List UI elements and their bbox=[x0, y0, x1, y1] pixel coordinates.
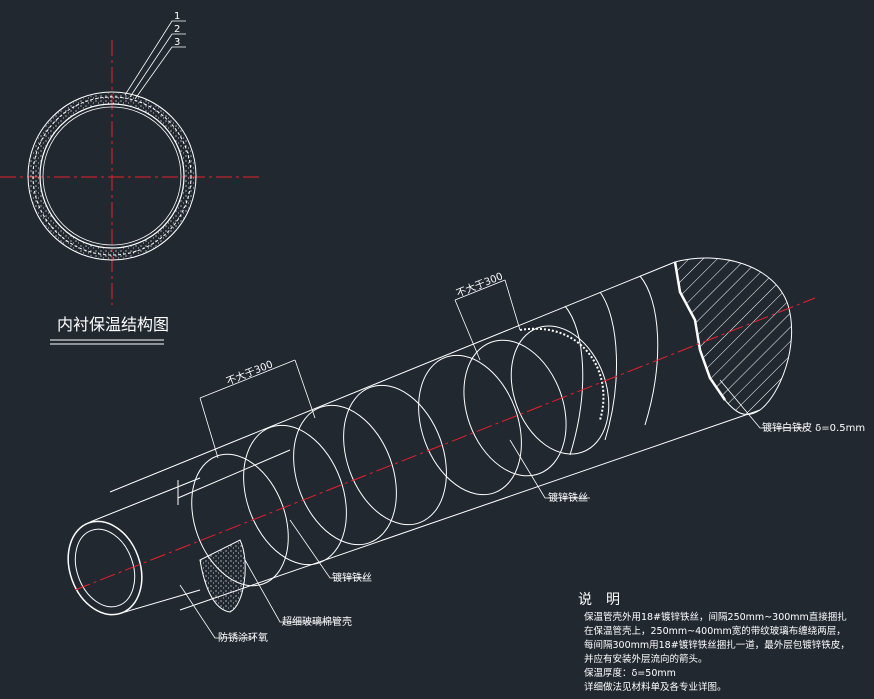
callout-1: 1 bbox=[174, 11, 180, 22]
insulation-top-edge bbox=[177, 449, 291, 499]
inner-pipe-top bbox=[89, 477, 201, 523]
insulation-ring bbox=[191, 453, 289, 587]
dim-right-text: 不大于300 bbox=[454, 269, 504, 299]
notes-line-1: 保温管壳外用18#镀锌铁丝，间隔250mm~300mm直接捆扎 bbox=[584, 611, 847, 623]
dim-left-ext-2 bbox=[294, 359, 316, 419]
sheet-seam-2 bbox=[599, 291, 617, 441]
cloth-ring-2 bbox=[293, 404, 397, 546]
pipe-centerline bbox=[74, 297, 816, 591]
wire-ring-dotted bbox=[519, 327, 605, 421]
inner-pipe-bore bbox=[74, 528, 136, 608]
dim-right-ext-2 bbox=[504, 279, 521, 331]
notes-line-4: 并应有安装外层流向的箭头。 bbox=[584, 653, 708, 665]
insulation-cut-face bbox=[199, 539, 246, 613]
glass-cloth-ring bbox=[32, 96, 192, 256]
sheet-cut-edge bbox=[673, 261, 727, 401]
leader-1 bbox=[124, 20, 186, 96]
label-anticorrosion: 防锈涂环氧 bbox=[218, 631, 268, 644]
notes-line-6: 详细做法见材料单及各专业详图。 bbox=[584, 681, 727, 693]
outer-bottom-edge bbox=[179, 409, 761, 611]
wire-ring-3 bbox=[418, 354, 522, 496]
sheet-seam-3 bbox=[564, 305, 584, 456]
callout-2: 2 bbox=[174, 24, 180, 35]
isometric-pipe bbox=[67, 257, 816, 639]
leader-wire-bottom bbox=[289, 519, 365, 579]
sheet-seam-1 bbox=[639, 275, 659, 426]
leader-2 bbox=[129, 33, 186, 98]
notes-title: 说 明 bbox=[578, 592, 620, 608]
leader-3 bbox=[134, 46, 186, 100]
inner-pipe-wall bbox=[39, 103, 185, 249]
outer-sheet-ring bbox=[27, 91, 197, 261]
label-insulation: 超细玻璃棉管壳 bbox=[282, 615, 352, 628]
outer-top-edge bbox=[109, 261, 676, 493]
leader-anticorrosion bbox=[179, 584, 255, 639]
leader-insulation bbox=[244, 559, 340, 623]
dim-right-line bbox=[454, 279, 506, 301]
notes-line-2: 在保温管壳上，250mm~400mm宽的带纹玻璃布缠绕两层， bbox=[584, 625, 846, 637]
wire-ring-2 bbox=[463, 339, 567, 477]
leader-cut-sheet bbox=[719, 379, 805, 429]
label-wire-bottom: 镀锌铁丝 bbox=[332, 571, 372, 584]
dim-right-ext-1 bbox=[454, 299, 481, 361]
inner-pipe-bottom bbox=[124, 589, 201, 613]
notes-line-3: 每间隔300mm用18#镀锌铁丝捆扎一道，最外层包镀锌铁皮， bbox=[584, 639, 850, 651]
notes-block: 说 明 保温管壳外用18#镀锌铁丝，间隔250mm~300mm直接捆扎 在保温管… bbox=[578, 592, 850, 693]
notes-line-5: 保温厚度：δ=50mm bbox=[584, 667, 676, 679]
label-wire-mid: 镀锌铁丝 bbox=[548, 491, 588, 504]
cross-section: 1 2 3 内衬保温结构图 bbox=[0, 11, 262, 345]
dim-left-text: 不大于300 bbox=[224, 357, 274, 387]
label-cut-sheet: 镀锌白铁皮 δ=0.5mm bbox=[762, 421, 865, 434]
end-cut-hatch bbox=[674, 257, 793, 415]
callout-3: 3 bbox=[174, 37, 180, 48]
dim-left-ext-1 bbox=[199, 397, 219, 459]
cloth-ring-1 bbox=[343, 384, 447, 526]
leader-wire-mid bbox=[509, 439, 590, 499]
dim-left-line bbox=[199, 359, 296, 399]
pipe-bore bbox=[42, 106, 182, 246]
section-title: 内衬保温结构图 bbox=[57, 315, 169, 334]
inner-pipe-outer bbox=[67, 520, 143, 616]
